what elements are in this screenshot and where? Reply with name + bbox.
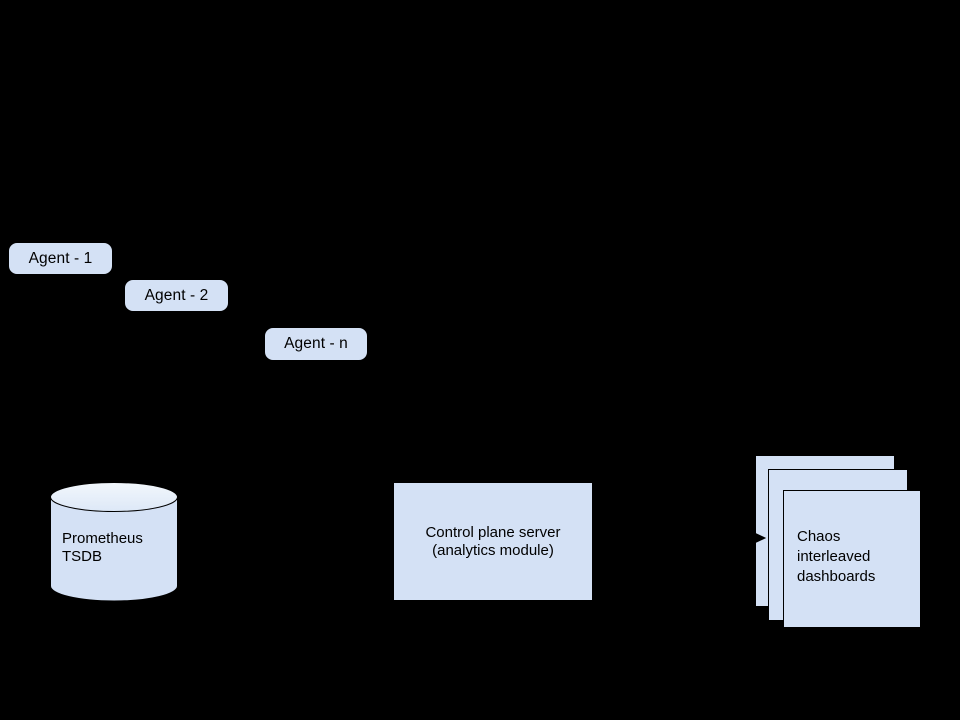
node-agent-n[interactable]: Agent - n: [264, 327, 368, 361]
node-agent-n-label: Agent - n: [284, 335, 348, 352]
node-prometheus-tsdb[interactable]: Prometheus TSDB: [50, 482, 178, 602]
node-control-plane-server[interactable]: Control plane server (analytics module): [393, 482, 593, 601]
node-agent-2-label: Agent - 2: [144, 286, 209, 304]
node-agent-1[interactable]: Agent - 1: [8, 242, 113, 275]
cylinder-shape-icon: [50, 482, 178, 602]
node-chaos-dashboards-label: Chaos interleaved dashboards: [797, 528, 876, 585]
node-agent-1-label: Agent - 1: [28, 249, 93, 267]
node-chaos-dashboards[interactable]: Chaos interleaved dashboards: [755, 455, 921, 628]
node-control-plane-server-label: Control plane server (analytics module): [425, 523, 561, 559]
node-agent-2[interactable]: Agent - 2: [124, 279, 229, 312]
node-prometheus-tsdb-label: Prometheus TSDB: [62, 530, 143, 565]
connector-arrowhead-icon: [749, 530, 767, 546]
dashboard-sheet-front[interactable]: Chaos interleaved dashboards: [783, 490, 921, 628]
